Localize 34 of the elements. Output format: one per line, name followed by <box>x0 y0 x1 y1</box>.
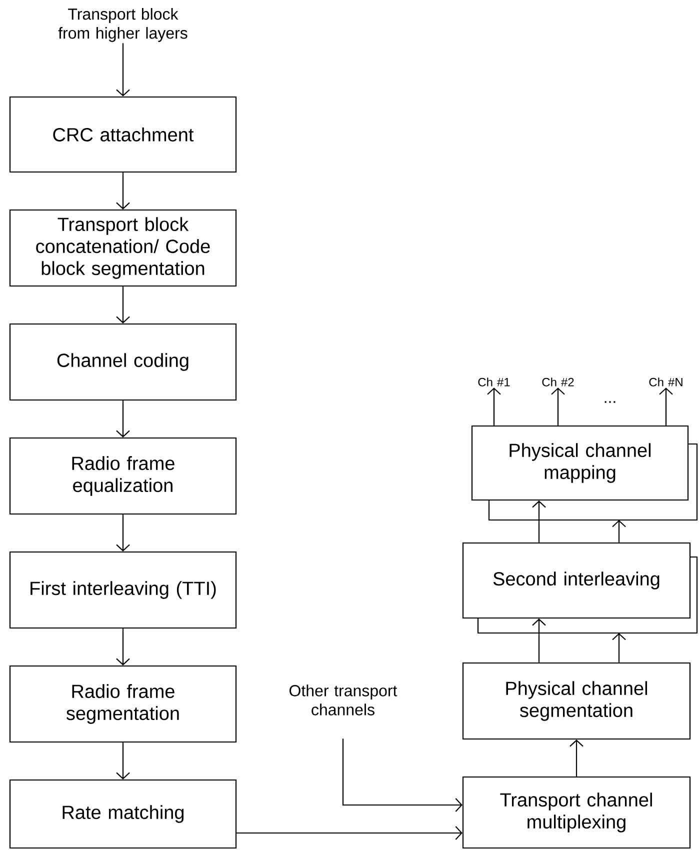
arrow <box>116 286 130 324</box>
arrow <box>116 742 130 780</box>
input-label: Other transport channels <box>290 684 398 716</box>
process-box: Transport channel multiplexing <box>462 776 691 849</box>
channel-label: Ch #N <box>649 378 682 386</box>
arrow <box>116 172 130 210</box>
channel-label: Ch #1 <box>478 378 510 386</box>
arrow <box>116 43 130 96</box>
ellipsis-label: ... <box>604 401 616 403</box>
arrow <box>116 514 130 552</box>
arrow <box>570 740 584 776</box>
arrow <box>487 388 501 426</box>
input-label: Transport block from higher layers <box>58 8 188 42</box>
arrow <box>612 520 626 542</box>
process-box: Radio frame segmentation <box>9 665 237 743</box>
process-box: Rate matching <box>9 779 237 849</box>
arrow <box>612 633 626 662</box>
arrow <box>116 628 130 666</box>
arrow <box>532 500 546 542</box>
process-box: Channel coding <box>9 323 237 401</box>
arrow <box>236 826 462 840</box>
process-box: CRC attachment <box>9 96 237 173</box>
channel-label: Ch #2 <box>542 378 574 386</box>
arrow <box>342 738 462 812</box>
arrow <box>532 618 546 662</box>
arrow <box>659 388 673 426</box>
process-box: Transport block concatenation/ Code block segmentation <box>9 209 237 287</box>
stacked-process-box: Physical channel mapping <box>471 425 698 521</box>
process-box: Physical channel segmentation <box>462 662 691 740</box>
arrow <box>116 400 130 438</box>
stacked-process-box: Second interleaving <box>462 542 698 634</box>
process-box: Radio frame equalization <box>9 437 237 515</box>
process-box: First interleaving (TTI) <box>9 551 237 629</box>
arrow <box>551 388 565 426</box>
